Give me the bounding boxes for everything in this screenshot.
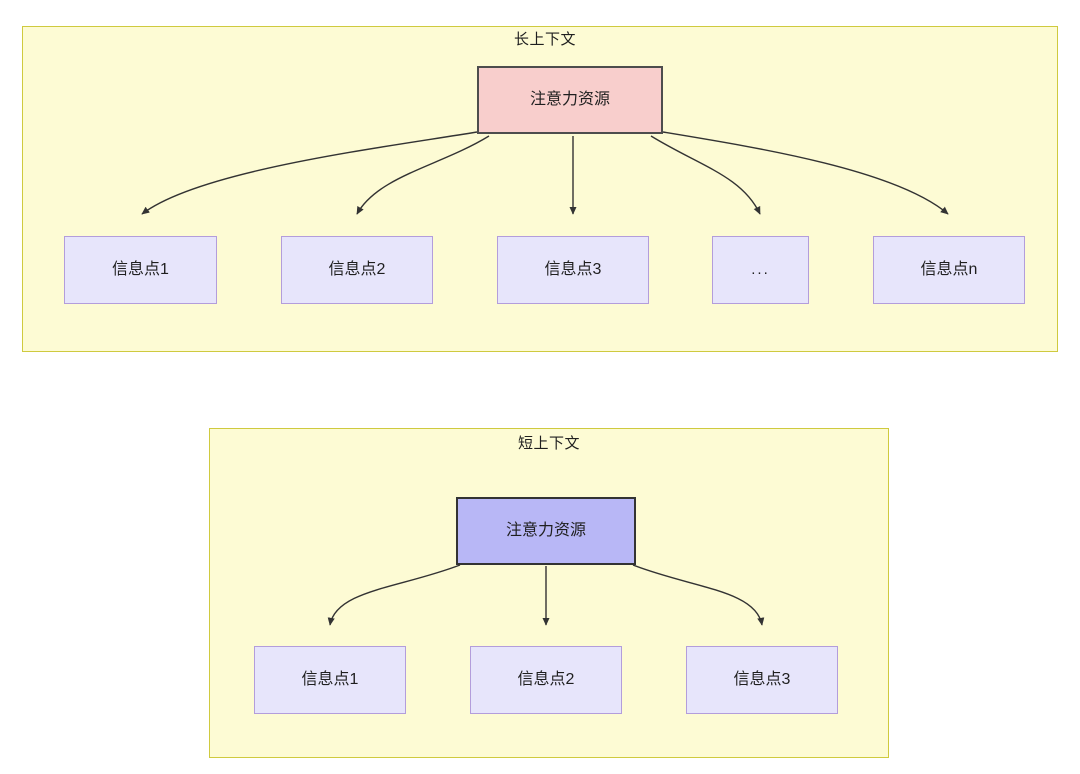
node-info-point-1-long[interactable]: 信息点1: [64, 236, 217, 304]
node-info-point-ellipsis-long[interactable]: ...: [712, 236, 809, 304]
edge-short-context-3: [632, 564, 765, 626]
node-info-point-3-long[interactable]: 信息点3: [497, 236, 649, 304]
edges-short-context: [327, 564, 765, 626]
edge-long-context-5: [662, 131, 949, 215]
edge-short-context-1: [327, 564, 461, 626]
group-title-long-context: 长上下文: [513, 31, 576, 48]
node-attention-resource-long[interactable]: 注意力资源: [477, 66, 663, 134]
node-info-point-2-short[interactable]: 信息点2: [470, 646, 622, 714]
edges-long-context: [141, 131, 949, 215]
node-info-point-3-short[interactable]: 信息点3: [686, 646, 838, 714]
node-info-point-2-long[interactable]: 信息点2: [281, 236, 433, 304]
group-title-short-context: 短上下文: [517, 435, 580, 452]
node-attention-resource-short[interactable]: 注意力资源: [456, 497, 636, 565]
edge-long-context-1: [141, 131, 478, 215]
node-info-point-n-long[interactable]: 信息点n: [873, 236, 1025, 304]
node-info-point-1-short[interactable]: 信息点1: [254, 646, 406, 714]
edge-long-context-4: [650, 135, 761, 215]
edge-long-context-2: [356, 135, 490, 215]
